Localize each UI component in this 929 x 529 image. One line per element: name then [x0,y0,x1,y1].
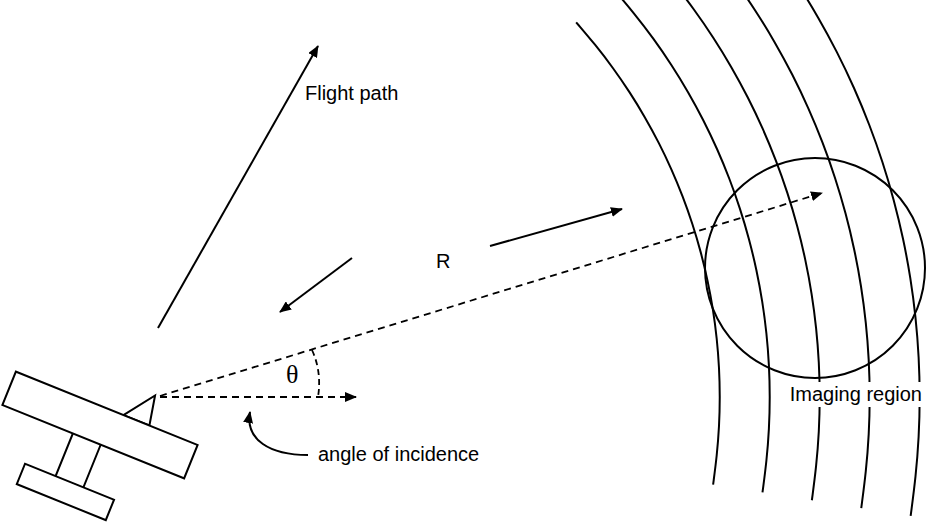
wavefronts [576,0,919,516]
wavefront [650,0,819,500]
range-label: R [436,250,450,273]
angle-of-incidence-label: angle of incidence [318,443,479,466]
angle-arc [312,350,319,397]
airplane [0,344,209,529]
incidence-leader [249,412,308,455]
range-arrow-left [280,258,352,312]
imaging-region-label: Imaging region [787,382,925,407]
wing [2,372,197,479]
wavefront [688,0,870,508]
range-arrow-right [490,209,622,246]
horizontal-reference [160,396,356,398]
wavefront [725,0,920,516]
tail-plane [17,464,114,520]
wavefront [613,0,769,492]
flight-path-label: Flight path [305,82,398,105]
line-of-sight [160,193,822,396]
flight-path-arrow [158,46,318,328]
imaging-region-circle [705,158,925,378]
angle-symbol: θ [286,360,298,390]
wavefront [576,22,720,484]
